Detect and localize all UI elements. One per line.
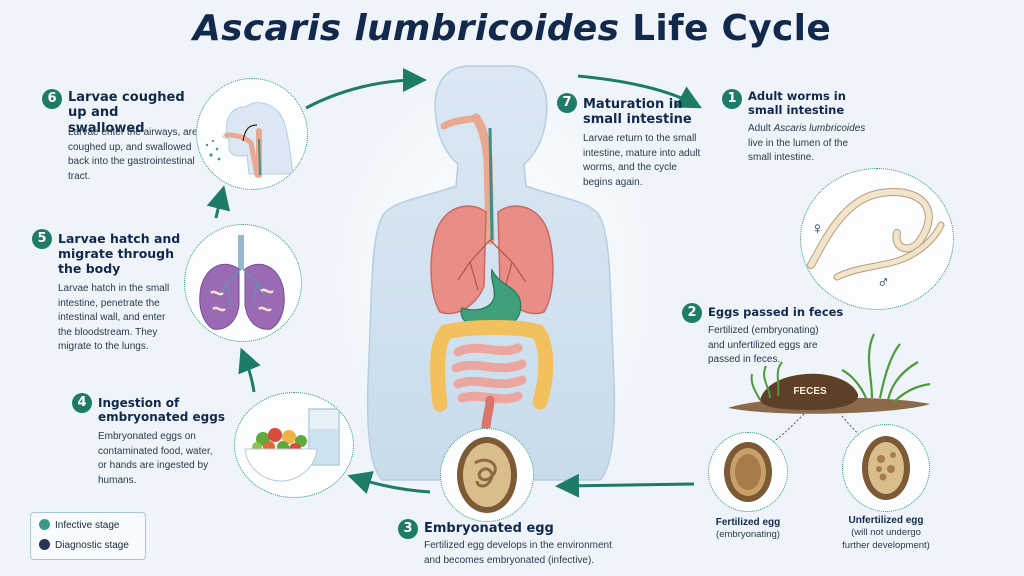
step-4-description: Embryonated eggs on contaminated food, w… [98, 431, 213, 486]
unfertilized-egg-illustration [842, 424, 930, 512]
arrow-4-to-5 [238, 347, 261, 393]
step-7-description: Larvae return to the small intestine, ma… [583, 133, 701, 188]
fertilized-egg-caption: Fertilized egg (embryonating) [715, 517, 781, 541]
step-6-head-illustration [196, 78, 308, 190]
infective-stage-dot [39, 519, 50, 530]
legend-item-infective: Infective stage [39, 519, 119, 531]
step-3-number: 3 [398, 519, 418, 539]
legend-item-diagnostic: Diagnostic stage [39, 539, 129, 551]
arrow-5-to-6 [206, 185, 231, 219]
unfertilized-egg-caption: Unfertilized egg (will not undergo furth… [842, 515, 930, 551]
arrow-7-to-1 [577, 74, 702, 109]
step-5-number: 5 [32, 229, 52, 249]
title-species: Ascaris lumbricoides [192, 8, 620, 49]
step-3-embryonated-egg-illustration [440, 428, 534, 522]
egg-pointer-fertilized [765, 413, 805, 447]
female-symbol: ♀ [811, 219, 824, 238]
step-5-lungs-illustration [184, 224, 302, 342]
feces-label: FECES [793, 386, 827, 397]
step-7-number: 7 [557, 93, 577, 113]
arrow-2-to-3 [555, 473, 695, 498]
step-4-title: Ingestion of embryonated eggs [98, 396, 225, 425]
arrow-6-to-7 [305, 68, 427, 110]
step-6-number: 6 [42, 89, 62, 109]
step-3-description: Fertilized egg develops in the environme… [424, 540, 612, 566]
large-intestine [430, 320, 554, 412]
step-2-description: Fertilized (embryonating) and unfertiliz… [708, 325, 819, 365]
step-2-number: 2 [682, 303, 702, 323]
step-1-description: Adult Ascaris lumbricoides live in the l… [748, 123, 866, 163]
step-3-title: Embryonated egg [424, 521, 554, 536]
step-2-title: Eggs passed in feces [708, 305, 844, 319]
step-1-adult-worms-illustration: ♀ ♂ [800, 168, 954, 310]
diagnostic-stage-dot [39, 539, 50, 550]
small-intestine [451, 343, 527, 404]
fertilized-egg-illustration [708, 432, 788, 512]
male-symbol: ♂ [877, 273, 890, 292]
arrow-3-to-4 [347, 471, 431, 494]
step-4-food-water-illustration [234, 392, 354, 498]
step-4-number: 4 [72, 393, 92, 413]
step-7-title: Maturation in small intestine [583, 97, 692, 128]
step-5-description: Larvae hatch in the small intestine, pen… [58, 283, 170, 352]
left-lung [430, 205, 487, 315]
step-5-title: Larvae hatch and migrate through the bod… [58, 231, 181, 276]
step-1-number: 1 [722, 89, 742, 109]
rectum [481, 395, 495, 433]
page-title: Ascaris lumbricoides Life Cycle [0, 8, 1024, 49]
title-rest: Life Cycle [632, 8, 832, 49]
step-1-title: Adult worms in small intestine [748, 89, 846, 117]
legend: Infective stage Diagnostic stage [30, 512, 146, 560]
step-6-description: Larvae enter the airways, are coughed up… [68, 127, 198, 182]
step-6-title: Larvae coughed up and swallowed [68, 90, 185, 136]
